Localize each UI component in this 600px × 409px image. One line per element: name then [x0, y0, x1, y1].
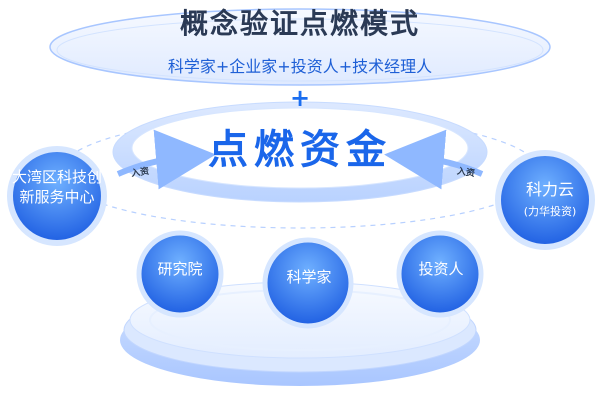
node-bottom-1-label: 研究院 [157, 260, 203, 278]
arrow-right [384, 129, 484, 190]
node-bottom-2-circle [262, 237, 354, 329]
node-right-label: 科力云 [525, 180, 574, 199]
arrow-right-label: 入资 [456, 166, 476, 180]
node-left-label: 大湾区科技创新服务中心 [12, 168, 103, 206]
top-ellipse-inner [56, 18, 544, 82]
node-left-circle [7, 146, 107, 246]
arrow-left [116, 129, 216, 190]
node-right-circle [495, 150, 595, 250]
arrow-left-label: 入资 [130, 166, 150, 180]
diagram-subtitle: 科学家+企业家+投资人+技术经理人 [167, 57, 433, 76]
node-right-sublabel: (力华投资) [523, 205, 577, 218]
node-bottom-2-label: 科学家 [286, 268, 332, 286]
central-ring-inner [131, 107, 469, 189]
plus-sign: + [289, 84, 311, 112]
node-bottom-3-label: 投资人 [418, 260, 464, 278]
diagram-title: 概念验证点燃模式 [179, 7, 420, 40]
top-ellipse [49, 8, 551, 86]
core-label: 点燃资金 [208, 127, 392, 173]
node-bottom-3-circle [396, 230, 484, 318]
node-bottom-1-circle [136, 230, 224, 318]
